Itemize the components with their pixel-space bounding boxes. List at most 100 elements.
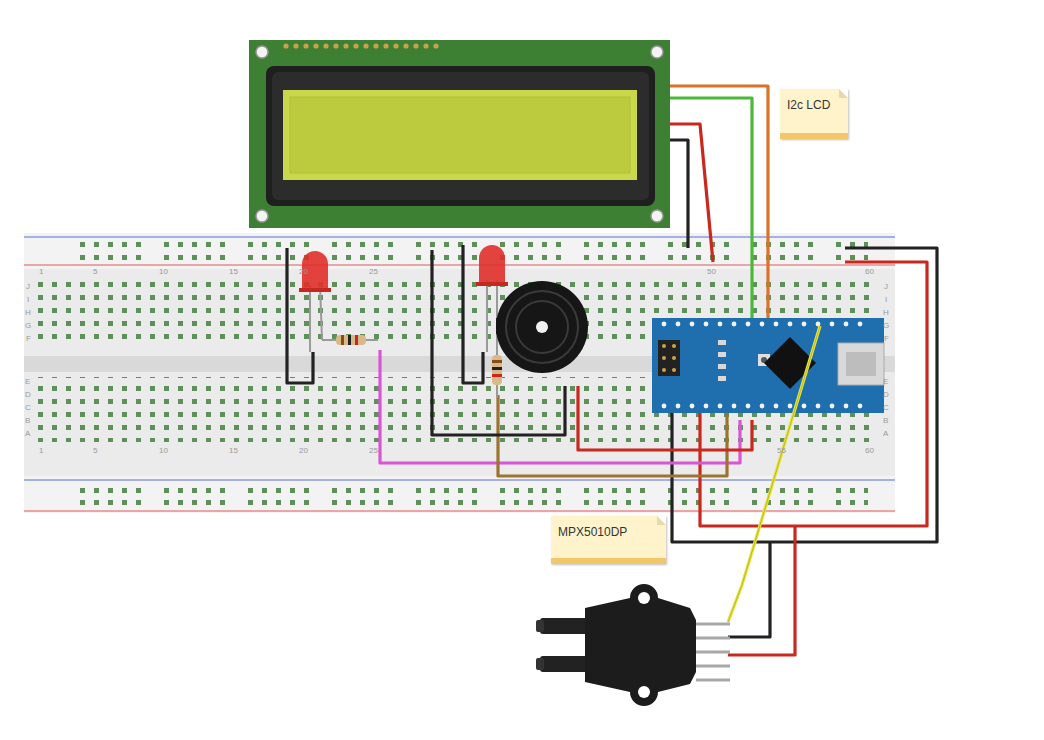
- drawing-part: [492, 360, 502, 363]
- drawing-part: [256, 46, 268, 58]
- drawing-part: [496, 281, 588, 373]
- row-letter: A: [25, 430, 30, 438]
- row-letter: A: [883, 430, 888, 438]
- drawing-part: [662, 368, 666, 372]
- drawing-part: [774, 322, 779, 327]
- drawing-part: [670, 124, 713, 262]
- drawing-part: [830, 404, 835, 409]
- drawing-part: [24, 264, 895, 265]
- drawing-part: [670, 140, 688, 248]
- drawing-part: [492, 367, 502, 370]
- column-number: 5: [93, 447, 97, 455]
- drawing-part: [760, 404, 765, 409]
- row-letter: D: [883, 391, 889, 399]
- drawing-part: [313, 43, 318, 48]
- drawing-part: [423, 43, 428, 48]
- wire: [728, 326, 820, 622]
- drawing-part: [283, 43, 438, 48]
- buzzer: [496, 281, 588, 373]
- drawing-part: [760, 322, 765, 327]
- drawing-part: [662, 344, 666, 348]
- drawing-part: [272, 72, 649, 200]
- drawing-part: [662, 344, 676, 372]
- drawing-part: [728, 326, 820, 622]
- drawing-part: [696, 624, 730, 680]
- drawing-part: [299, 288, 331, 292]
- drawing-part: [662, 356, 666, 360]
- drawing-part: [690, 322, 695, 327]
- drawing-part: [341, 335, 344, 345]
- lcd-module: [249, 40, 670, 228]
- drawing-part: [788, 404, 793, 409]
- drawing-part: [662, 404, 667, 409]
- arduino-nano: [652, 318, 884, 413]
- column-number: 15: [229, 268, 238, 276]
- row-letter: D: [25, 391, 31, 399]
- drawing-part: [662, 322, 863, 409]
- drawing-part: [844, 404, 849, 409]
- column-number: 10: [159, 447, 168, 455]
- drawing-part: [536, 620, 544, 632]
- drawing-part: [540, 618, 590, 634]
- breadboard: [24, 233, 895, 513]
- drawing-part: [718, 376, 726, 381]
- drawing-part: [672, 368, 676, 372]
- drawing-part: [476, 282, 508, 286]
- column-number: 10: [159, 268, 168, 276]
- column-number: 55: [777, 447, 786, 455]
- drawing-part: [433, 43, 438, 48]
- drawing-part: [676, 322, 681, 327]
- drawing-part: [24, 236, 895, 237]
- drawing-part: [638, 686, 650, 698]
- row-letter: F: [26, 335, 31, 343]
- drawing-part: [658, 340, 680, 376]
- row-letter: J: [884, 283, 888, 291]
- drawing-part: [746, 322, 751, 327]
- column-number: 1: [39, 447, 43, 455]
- drawing-part: [670, 98, 752, 326]
- row-letter: E: [883, 378, 888, 386]
- drawing-part: [78, 242, 868, 262]
- drawing-part: [844, 322, 849, 327]
- column-number: 20: [299, 268, 308, 276]
- row-letter: E: [25, 378, 30, 386]
- drawing-part: [293, 43, 298, 48]
- drawing-part: [718, 404, 723, 409]
- drawing-part: [651, 46, 663, 58]
- drawing-part: [690, 404, 695, 409]
- drawing-part: [652, 318, 884, 413]
- column-number: 25: [369, 268, 378, 276]
- row-letter: B: [25, 417, 30, 425]
- column-number: 20: [299, 447, 308, 455]
- drawing-part: [353, 43, 358, 48]
- drawing-part: [413, 43, 418, 48]
- column-number: 60: [865, 268, 874, 276]
- drawing-part: [492, 355, 502, 385]
- drawing-part: [728, 326, 820, 622]
- drawing-part: [256, 210, 268, 222]
- row-letter: J: [26, 283, 30, 291]
- drawing-part: [333, 43, 338, 48]
- drawing-part: [24, 479, 895, 480]
- drawing-part: [718, 340, 726, 345]
- row-letter: H: [25, 309, 31, 317]
- drawing-part: [696, 679, 730, 682]
- drawing-part: [348, 335, 351, 345]
- row-letter: C: [25, 404, 31, 412]
- row-letter: G: [25, 322, 31, 330]
- row-letter: C: [883, 404, 889, 412]
- drawing-part: [536, 658, 544, 670]
- note-fold: [839, 89, 848, 98]
- row-letter: B: [883, 417, 888, 425]
- drawing-part: [732, 322, 737, 327]
- drawing-part: [858, 404, 863, 409]
- drawing-part: [506, 291, 578, 363]
- drawing-part: [373, 43, 378, 48]
- drawing-part: [846, 352, 876, 376]
- drawing-part: [479, 245, 505, 284]
- column-number: 1: [39, 268, 43, 276]
- note-text: I2c LCD: [787, 98, 830, 112]
- drawing-part: [24, 233, 895, 269]
- drawing-part: [838, 343, 884, 385]
- drawing-part: [323, 43, 328, 48]
